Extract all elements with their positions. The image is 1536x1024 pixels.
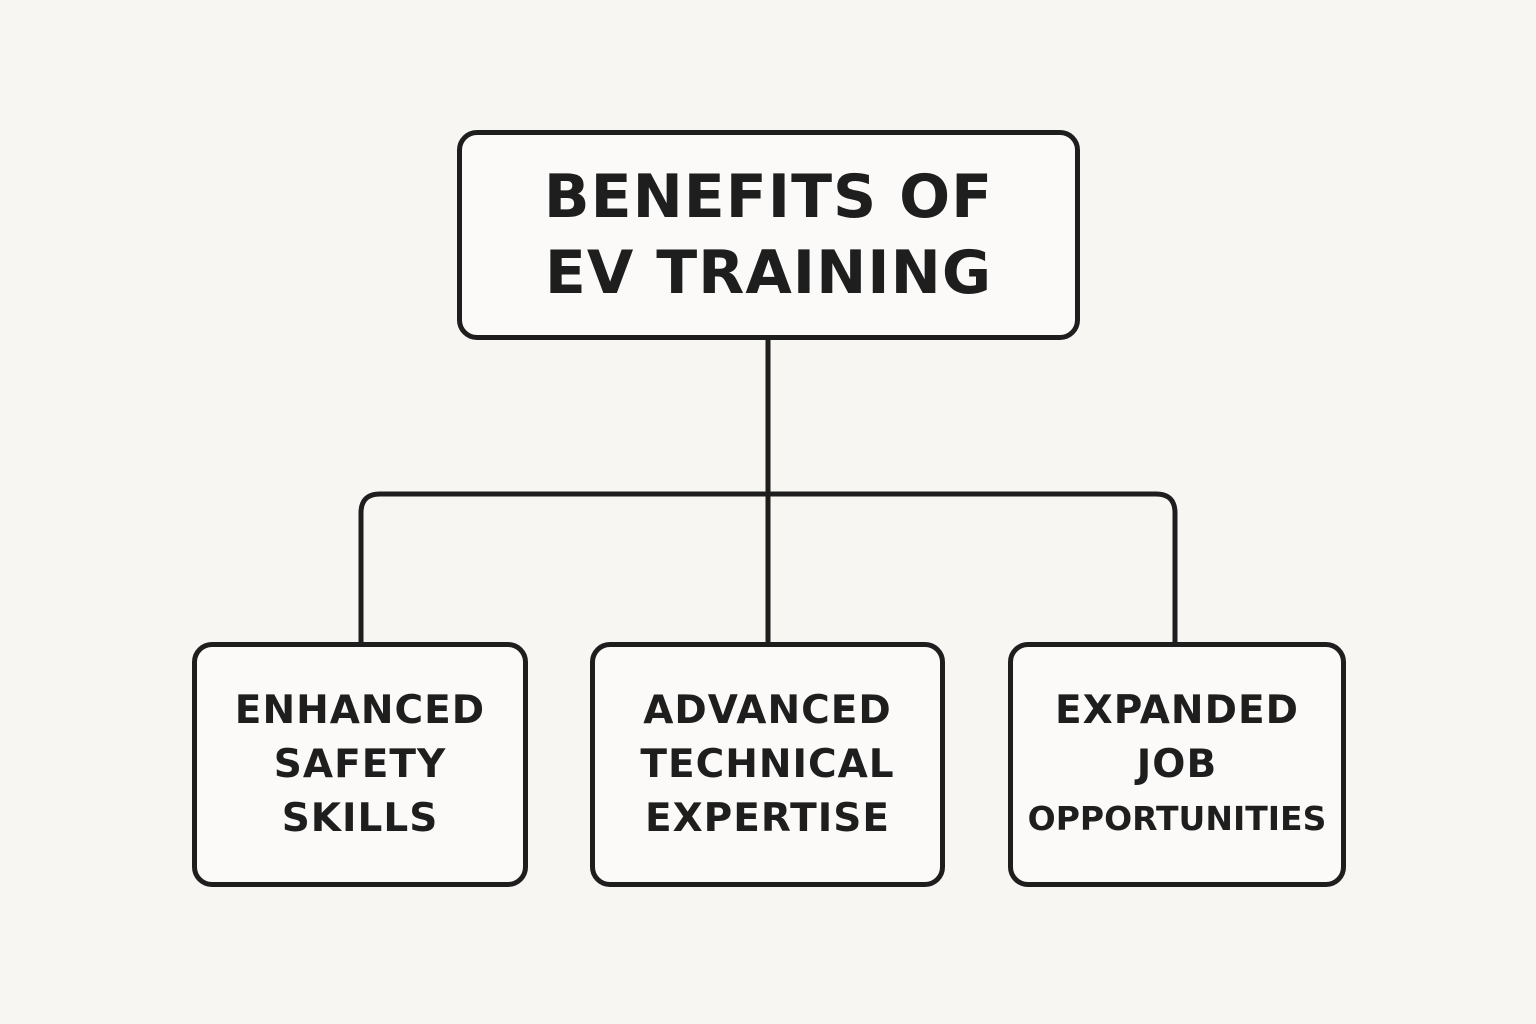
child-3-line-3: OPPORTUNITIES bbox=[1027, 798, 1327, 838]
child-1-line-3: SKILLS bbox=[281, 795, 439, 841]
root-title-line-1: BENEFITS OF bbox=[543, 162, 994, 232]
root-node-benefits-of-ev-training: BENEFITS OF EV TRAINING bbox=[457, 130, 1080, 340]
child-2-line-3: EXPERTISE bbox=[644, 795, 891, 841]
child-2-line-1: ADVANCED bbox=[643, 687, 892, 733]
child-node-expanded-job-opportunities: EXPANDED JOB OPPORTUNITIES bbox=[1008, 642, 1346, 887]
child-1-line-2: SAFETY bbox=[273, 741, 447, 787]
child-1-line-1: ENHANCED bbox=[234, 687, 486, 733]
child-2-line-2: TECHNICAL bbox=[640, 741, 895, 787]
branch-line-right bbox=[765, 491, 1178, 645]
child-node-advanced-technical-expertise: ADVANCED TECHNICAL EXPERTISE bbox=[590, 642, 945, 887]
child-3-line-1: EXPANDED bbox=[1055, 687, 1299, 733]
child-node-enhanced-safety-skills: ENHANCED SAFETY SKILLS bbox=[192, 642, 528, 887]
branch-line-left bbox=[358, 491, 771, 645]
root-title-line-2: EV TRAINING bbox=[544, 238, 993, 308]
child-3-line-2: JOB bbox=[1136, 741, 1218, 787]
